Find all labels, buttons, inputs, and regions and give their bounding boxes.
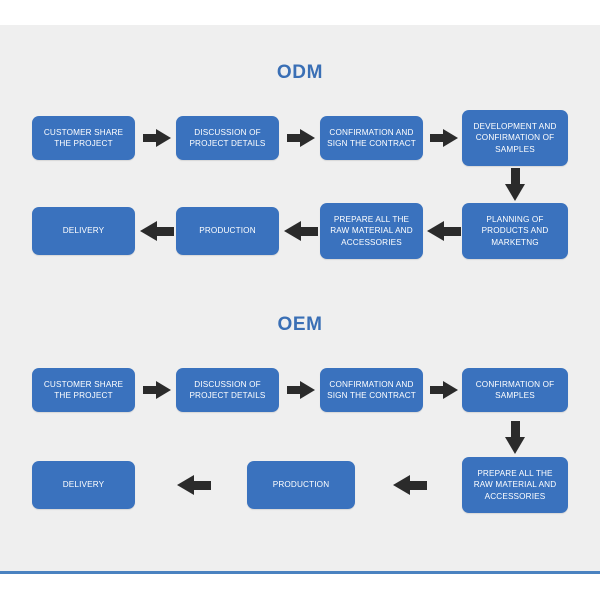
arrow-head <box>156 381 171 399</box>
flow-node-label: DELIVERY <box>62 480 105 490</box>
flow-node-label: PRODUCTION <box>272 480 330 490</box>
arrow-right-icon <box>430 381 458 399</box>
arrow-right-icon <box>143 381 171 399</box>
arrow-shaft <box>430 134 445 142</box>
arrow-shaft <box>156 227 174 236</box>
arrow-left-icon <box>393 475 427 495</box>
arrow-left-icon <box>177 475 211 495</box>
arrow-head <box>393 475 410 495</box>
arrow-head <box>284 221 301 241</box>
arrow-shaft <box>511 168 520 186</box>
flow-node-label: DELIVERY <box>62 226 105 236</box>
arrow-shaft <box>287 134 302 142</box>
arrow-right-icon <box>287 381 315 399</box>
arrow-head <box>177 475 194 495</box>
arrow-shaft <box>443 227 461 236</box>
flow-node-odm-delivery[interactable]: DELIVERY <box>32 207 135 255</box>
arrow-head <box>156 129 171 147</box>
arrow-head <box>300 129 315 147</box>
flow-node-oem-production[interactable]: PRODUCTION <box>247 461 355 509</box>
arrow-shaft <box>143 134 158 142</box>
arrow-head <box>505 184 525 201</box>
arrow-head <box>140 221 157 241</box>
arrow-down-icon <box>505 168 525 202</box>
flow-node-oem-delivery[interactable]: DELIVERY <box>32 461 135 509</box>
arrow-shaft <box>430 386 445 394</box>
arrow-head <box>443 381 458 399</box>
arrow-left-icon <box>284 221 318 241</box>
arrow-left-icon <box>427 221 461 241</box>
arrow-shaft <box>511 421 520 439</box>
arrow-shaft <box>300 227 318 236</box>
arrow-shaft <box>287 386 302 394</box>
section-title-odm: ODM <box>276 62 324 83</box>
arrow-right-icon <box>143 129 171 147</box>
arrow-head <box>505 437 525 454</box>
bottom-divider-rule <box>0 571 600 574</box>
arrow-shaft <box>193 481 211 490</box>
arrow-left-icon <box>140 221 174 241</box>
section-title-oem: OEM <box>277 314 323 335</box>
arrow-shaft <box>409 481 427 490</box>
arrow-down-icon <box>505 421 525 455</box>
flow-node-label: PRODUCTION <box>199 226 256 236</box>
arrow-head <box>300 381 315 399</box>
arrow-shaft <box>143 386 158 394</box>
arrow-head <box>427 221 444 241</box>
arrow-right-icon <box>430 129 458 147</box>
flow-node-odm-production[interactable]: PRODUCTION <box>176 207 279 255</box>
arrow-head <box>443 129 458 147</box>
arrow-right-icon <box>287 129 315 147</box>
